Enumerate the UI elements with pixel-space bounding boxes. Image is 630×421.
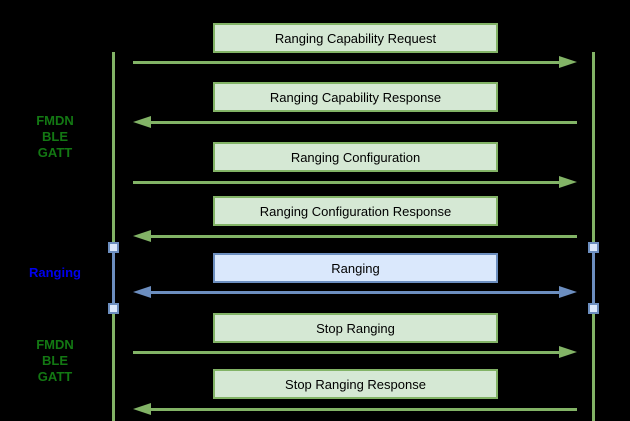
message-label: Ranging Capability Response [269, 89, 442, 105]
ranging-segment-left [112, 247, 115, 308]
arrowhead-right-icon [559, 56, 577, 68]
message-box-ranging: Ranging [213, 253, 498, 283]
arrowhead-left-icon [133, 286, 151, 298]
phase-label-fmdn-ble-gatt-top: FMDN BLE GATT [15, 113, 95, 161]
arrow-right-icon [133, 56, 577, 68]
message-box-stop-ranging: Stop Ranging [213, 313, 498, 343]
message-label: Stop Ranging Response [285, 376, 426, 392]
arrow-left-icon [133, 116, 577, 128]
label-line: FMDN [36, 337, 74, 352]
label-line: Ranging [29, 265, 81, 280]
lifeline-right [592, 52, 595, 421]
message-box-ranging-configuration: Ranging Configuration [213, 142, 498, 172]
arrow-bidirectional-icon [133, 286, 577, 298]
message-label: Ranging Configuration Response [259, 203, 452, 219]
message-label: Stop Ranging [316, 320, 395, 336]
ranging-start-marker-left [108, 242, 119, 253]
message-box-stop-ranging-response: Stop Ranging Response [213, 369, 498, 399]
message-label: Ranging Capability Request [274, 30, 437, 46]
arrow-left-icon [133, 230, 577, 242]
arrowhead-right-icon [559, 286, 577, 298]
label-line: GATT [37, 145, 73, 160]
phase-label-fmdn-ble-gatt-bottom: FMDN BLE GATT [15, 337, 95, 385]
message-box-ranging-capability-request: Ranging Capability Request [213, 23, 498, 53]
ranging-segment-right [592, 247, 595, 308]
label-line: BLE [42, 353, 68, 368]
arrowhead-left-icon [133, 230, 151, 242]
lifeline-left [112, 52, 115, 421]
label-line: GATT [37, 369, 73, 384]
arrow-left-icon [133, 403, 577, 415]
arrowhead-left-icon [133, 403, 151, 415]
ranging-start-marker-right [588, 242, 599, 253]
label-line: BLE [42, 129, 68, 144]
arrowhead-right-icon [559, 176, 577, 188]
message-label: Ranging [331, 260, 380, 276]
ranging-end-marker-left [108, 303, 119, 314]
message-box-ranging-capability-response: Ranging Capability Response [213, 82, 498, 112]
message-label: Ranging Configuration [290, 149, 421, 165]
ranging-end-marker-right [588, 303, 599, 314]
label-line: FMDN [36, 113, 74, 128]
arrowhead-left-icon [133, 116, 151, 128]
arrowhead-right-icon [559, 346, 577, 358]
phase-label-ranging: Ranging [15, 265, 95, 281]
arrow-right-icon [133, 346, 577, 358]
message-box-ranging-configuration-response: Ranging Configuration Response [213, 196, 498, 226]
arrow-right-icon [133, 176, 577, 188]
